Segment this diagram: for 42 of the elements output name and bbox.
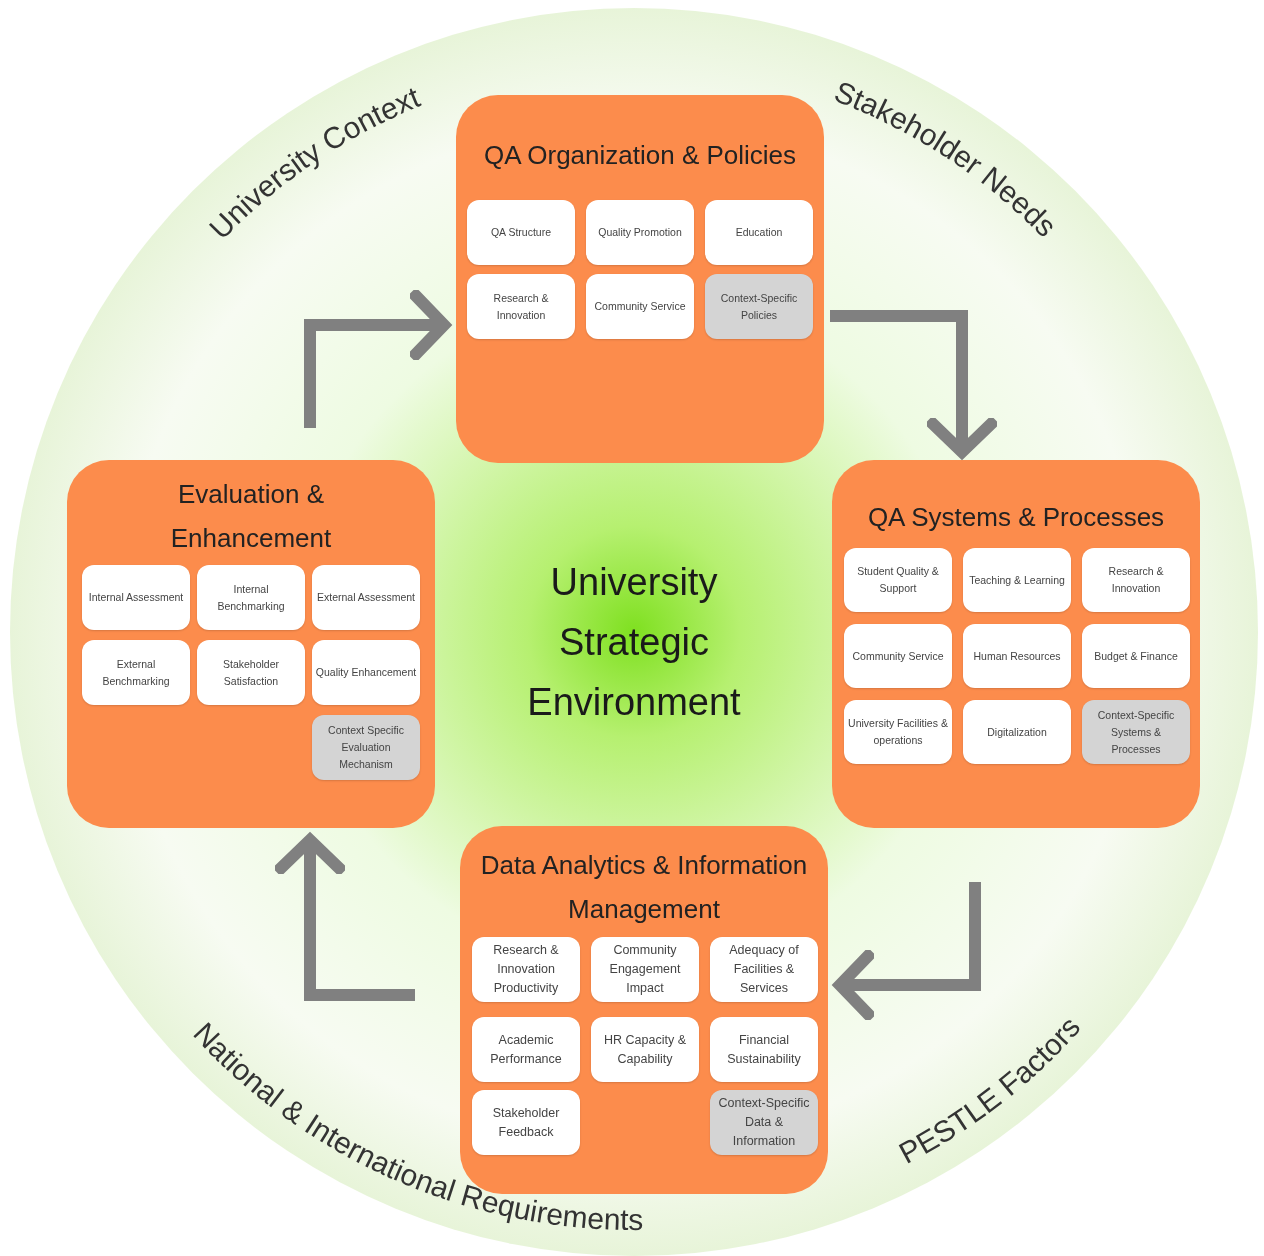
cycle-arrow [830,310,997,458]
item-box: Budget & Finance [1082,624,1190,688]
stage-panel [67,460,435,828]
context-specific-box: Context Specific Evaluation Mechanism [312,715,420,780]
cycle-arrow [275,834,415,1001]
item-box: Adequacy of Facilities & Services [710,937,818,1002]
item-box: Community Engagement Impact [591,937,699,1002]
item-box: Internal Benchmarking [197,565,305,630]
item-box: External Assessment [312,565,420,630]
item-box: Education [705,200,813,265]
context-specific-box: Context-Specific Policies [705,274,813,339]
item-box: Community Service [844,624,952,688]
item-box: External Benchmarking [82,640,190,705]
item-box: Academic Performance [472,1017,580,1082]
item-box: Digitalization [963,700,1071,764]
item-box: Human Resources [963,624,1071,688]
panel-title: QA Systems & Processes [866,501,1166,534]
item-box: Teaching & Learning [963,548,1071,612]
panel-title: Data Analytics & Information Management [479,849,809,926]
stage-panel [832,460,1200,828]
item-box: HR Capacity & Capability [591,1017,699,1082]
item-box: Community Service [586,274,694,339]
context-specific-box: Context-Specific Systems & Processes [1082,700,1190,764]
panel-title: Evaluation & Enhancement [169,478,333,555]
item-box: Stakeholder Feedback [472,1090,580,1155]
item-box: Research & Innovation Productivity [472,937,580,1002]
cycle-arrow [304,290,450,428]
item-box: Financial Sustainability [710,1017,818,1082]
item-box: Quality Enhancement [312,640,420,705]
item-box: Quality Promotion [586,200,694,265]
item-box: University Facilities & operations [844,700,952,764]
center-title: University Strategic Environment [526,560,742,725]
item-box: Internal Assessment [82,565,190,630]
context-specific-box: Context-Specific Data & Information [710,1090,818,1155]
item-box: Student Quality & Support [844,548,952,612]
item-box: Research & Innovation [1082,548,1190,612]
panel-title: QA Organization & Policies [482,139,798,172]
item-box: QA Structure [467,200,575,265]
cycle-arrow [834,882,981,1020]
item-box: Stakeholder Satisfaction [197,640,305,705]
item-box: Research & Innovation [467,274,575,339]
stage-panel [456,95,824,463]
